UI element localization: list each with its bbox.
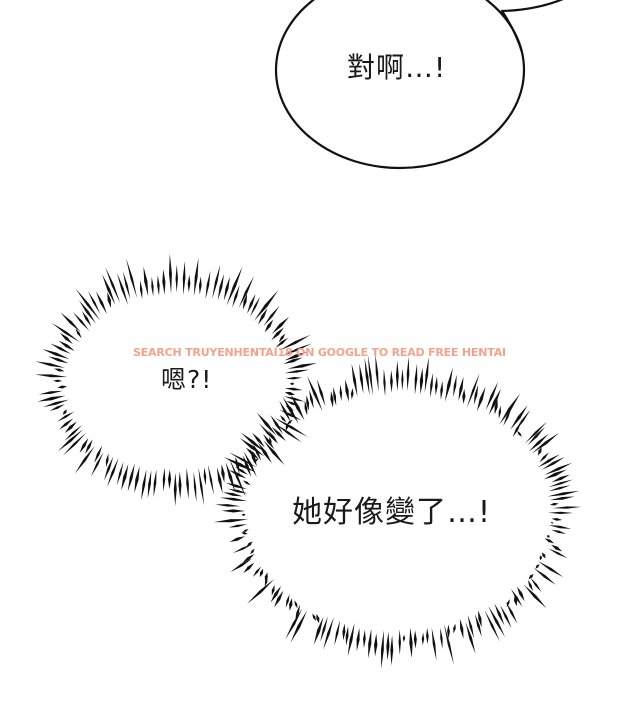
partial-speech-bubble bbox=[500, 0, 564, 13]
watermark-text: SEARCH TRUYENHENTAI18 ON GOOGLE TO READ … bbox=[133, 346, 506, 359]
speech-bubble-oval bbox=[274, 0, 526, 170]
dialogue-text-top: 對啊…! bbox=[347, 51, 447, 84]
emphasis-burst-bubble-right bbox=[213, 353, 581, 669]
dialogue-text-left: 嗯?! bbox=[161, 365, 213, 394]
dialogue-text-right: 她好像變了…! bbox=[292, 495, 492, 530]
